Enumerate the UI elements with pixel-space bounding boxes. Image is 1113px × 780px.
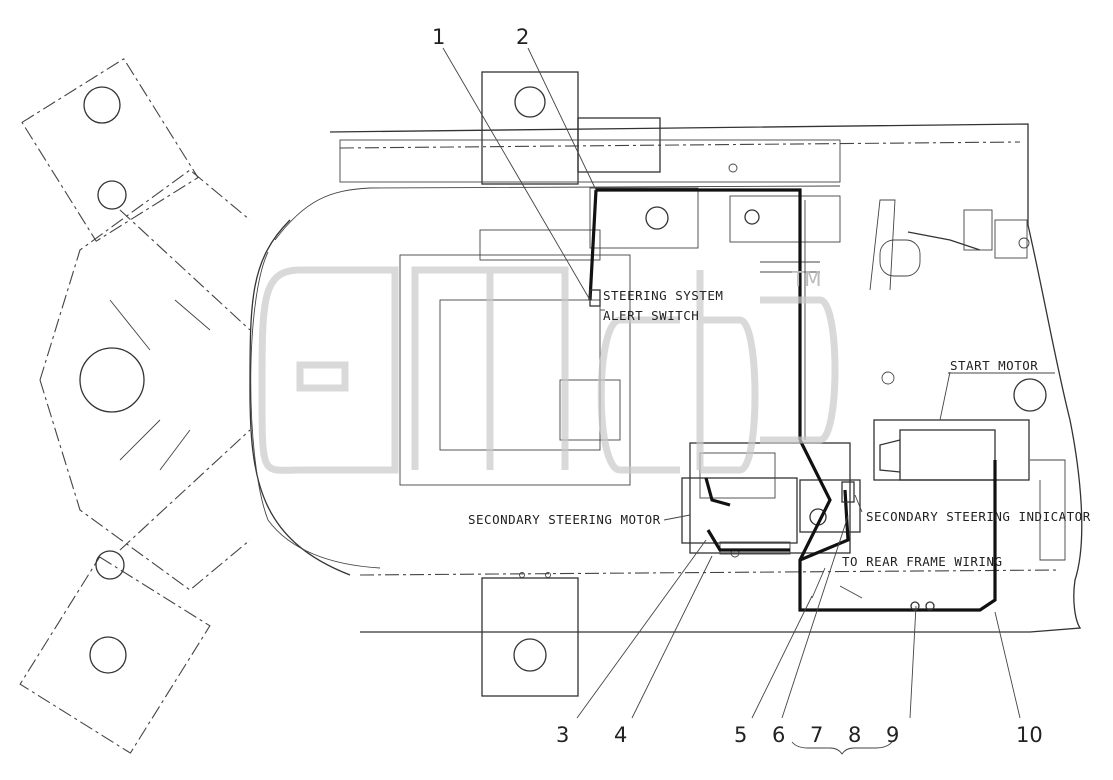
callout-5: 5 (734, 723, 747, 747)
label-start-motor: START MOTOR (950, 358, 1038, 373)
start-motor-assembly (869, 199, 1066, 561)
label-secondary-steering-motor: SECONDARY STEERING MOTOR (468, 512, 661, 527)
svg-text:TM: TM (791, 267, 821, 291)
callout-4: 4 (614, 723, 627, 747)
callout-3: 3 (556, 723, 569, 747)
component-labels: STEERING SYSTEM ALERT SWITCH START MOTOR… (468, 288, 1091, 569)
label-steering-system: STEERING SYSTEM (603, 288, 723, 303)
callout-numbers: 1 2 3 4 5 6 7 8 9 10 (432, 25, 1043, 747)
callout-2: 2 (516, 25, 529, 49)
callout-1: 1 (432, 25, 445, 49)
callout-10: 10 (1016, 723, 1043, 747)
callout-7: 7 (810, 723, 823, 747)
label-to-rear-frame-wiring: TO REAR FRAME WIRING (842, 554, 1003, 569)
label-secondary-steering-indicator: SECONDARY STEERING INDICATOR (866, 509, 1091, 524)
leader-lines (442, 47, 1021, 755)
center-machinery (339, 139, 895, 578)
wiring-harness (588, 188, 997, 612)
mounting-brackets (481, 71, 661, 697)
secondary-steering-motor-unit (681, 442, 861, 555)
front-frame-dashed (19, 58, 251, 754)
watermark: TM (258, 266, 839, 474)
rear-frame-outline (249, 123, 1083, 633)
label-alert-switch: ALERT SWITCH (603, 308, 699, 323)
callout-9: 9 (886, 723, 899, 747)
callout-8: 8 (848, 723, 861, 747)
callout-6: 6 (772, 723, 785, 747)
